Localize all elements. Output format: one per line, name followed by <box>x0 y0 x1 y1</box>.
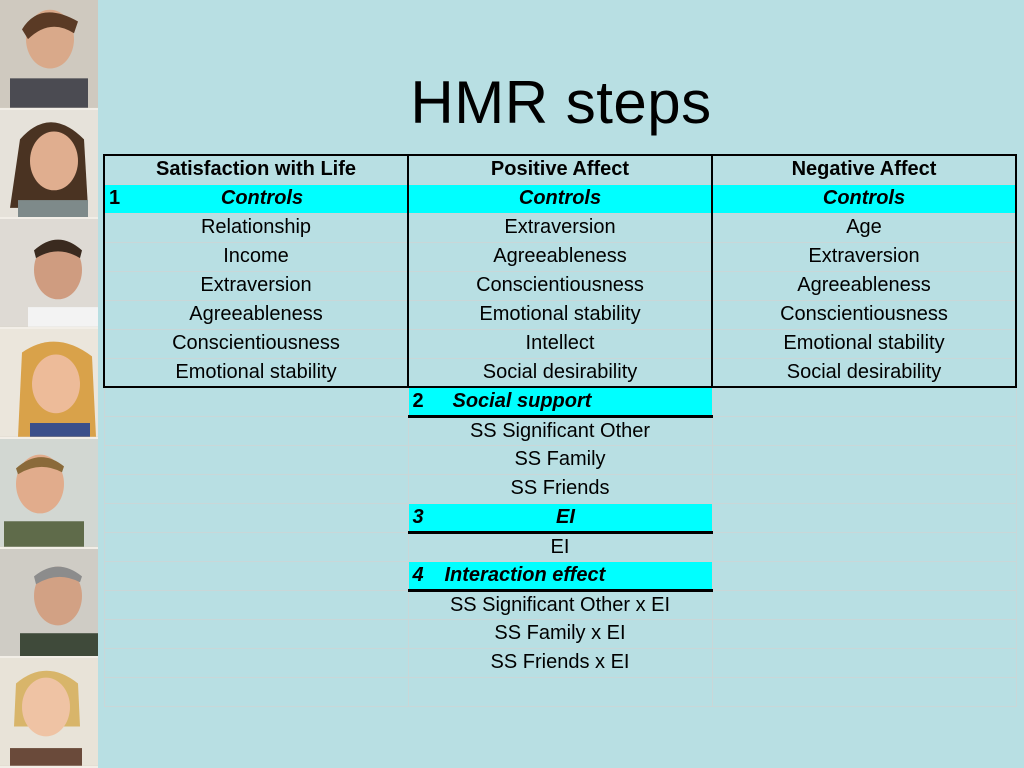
person-photo-1 <box>0 0 98 110</box>
step2-label: Social support <box>452 389 592 412</box>
empty-cell <box>103 647 409 678</box>
step4-label: Interaction effect <box>444 563 606 586</box>
empty-cell <box>103 560 409 591</box>
step1-row: 1 Controls Controls Controls <box>103 183 1017 214</box>
table-row: Relationship Extraversion Age <box>103 212 1017 243</box>
positive-control-6: Social desirability <box>407 357 713 388</box>
photo-strip <box>0 0 98 768</box>
empty-cell <box>711 676 1017 707</box>
table-row: Agreeableness Emotional stability Consci… <box>103 299 1017 330</box>
positive-control-1: Extraversion <box>407 212 713 243</box>
step1-number: 1 <box>109 187 121 209</box>
empty-cell <box>103 473 409 504</box>
step1-label-life: Controls <box>220 187 304 209</box>
table-row: SS Family x EI <box>103 618 1017 649</box>
empty-cell <box>711 560 1017 591</box>
person-photo-4 <box>0 329 98 439</box>
step2-row: 2 Social support <box>103 386 1017 418</box>
empty-cell <box>711 444 1017 475</box>
empty-cell <box>103 386 409 417</box>
empty-cell <box>711 473 1017 504</box>
positive-control-2: Agreeableness <box>407 241 713 272</box>
life-control-3: Extraversion <box>103 270 409 301</box>
step3-cell: 3 EI <box>407 502 713 534</box>
empty-cell <box>103 502 409 533</box>
step4-number: 4 <box>412 563 424 586</box>
table-row: SS Friends <box>103 473 1017 504</box>
column-header-positive: Positive Affect <box>407 154 713 185</box>
empty-cell <box>711 502 1017 533</box>
step1-cell-life: 1 Controls <box>103 183 409 214</box>
person-photo-3 <box>0 219 98 330</box>
positive-control-3: Conscientiousness <box>407 270 713 301</box>
step4-item-1: SS Significant Other x EI <box>407 589 713 620</box>
slide-title: HMR steps <box>410 69 712 136</box>
column-header-negative: Negative Affect <box>711 154 1017 185</box>
table-row: SS Family <box>103 444 1017 475</box>
table-row: SS Significant Other x EI <box>103 589 1017 620</box>
person-photo-6 <box>0 548 98 659</box>
life-control-4: Agreeableness <box>103 299 409 330</box>
empty-cell <box>103 531 409 562</box>
life-control-1: Relationship <box>103 212 409 243</box>
life-control-2: Income <box>103 241 409 272</box>
empty-cell <box>711 618 1017 649</box>
negative-control-4: Conscientiousness <box>711 299 1017 330</box>
table-row: SS Significant Other <box>103 415 1017 446</box>
negative-control-3: Agreeableness <box>711 270 1017 301</box>
positive-control-4: Emotional stability <box>407 299 713 330</box>
step4-row: 4 Interaction effect <box>103 560 1017 592</box>
positive-control-5: Intellect <box>407 328 713 359</box>
step3-row: 3 EI <box>103 502 1017 534</box>
empty-cell <box>103 676 409 707</box>
table-row <box>103 676 1017 707</box>
empty-cell <box>103 618 409 649</box>
empty-cell <box>103 444 409 475</box>
negative-control-1: Age <box>711 212 1017 243</box>
step1-label-positive: Controls <box>407 183 713 214</box>
empty-cell <box>711 589 1017 620</box>
step2-item-3: SS Friends <box>407 473 713 504</box>
empty-cell <box>103 589 409 620</box>
negative-control-6: Social desirability <box>711 357 1017 388</box>
table-row: Extraversion Conscientiousness Agreeable… <box>103 270 1017 301</box>
empty-cell <box>711 531 1017 562</box>
life-control-6: Emotional stability <box>103 357 409 388</box>
step1-label-negative: Controls <box>711 183 1017 214</box>
life-control-5: Conscientiousness <box>103 328 409 359</box>
empty-cell <box>103 415 409 446</box>
table-row: SS Friends x EI <box>103 647 1017 678</box>
table-row: Income Agreeableness Extraversion <box>103 241 1017 272</box>
step4-item-3: SS Friends x EI <box>407 647 713 678</box>
empty-cell <box>711 415 1017 446</box>
column-header-life: Satisfaction with Life <box>103 154 409 185</box>
header-row: Satisfaction with Life Positive Affect N… <box>103 154 1017 185</box>
step4-cell: 4 Interaction effect <box>407 560 713 592</box>
person-photo-5 <box>0 438 98 549</box>
step2-item-1: SS Significant Other <box>407 415 713 446</box>
empty-cell <box>711 647 1017 678</box>
step3-item-1: EI <box>407 531 713 562</box>
empty-cell <box>407 676 713 707</box>
table-row: EI <box>103 531 1017 562</box>
empty-cell <box>711 386 1017 417</box>
negative-control-5: Emotional stability <box>711 328 1017 359</box>
hmr-steps-table: Satisfaction with Life Positive Affect N… <box>103 154 1017 707</box>
step3-number: 3 <box>412 505 424 528</box>
step2-item-2: SS Family <box>407 444 713 475</box>
table-row: Emotional stability Social desirability … <box>103 357 1017 388</box>
step3-label: EI <box>556 505 575 528</box>
step4-item-2: SS Family x EI <box>407 618 713 649</box>
table-row: Conscientiousness Intellect Emotional st… <box>103 328 1017 359</box>
step2-number: 2 <box>412 389 424 412</box>
negative-control-2: Extraversion <box>711 241 1017 272</box>
step2-cell: 2 Social support <box>407 386 713 418</box>
person-photo-7 <box>0 658 98 768</box>
person-photo-2 <box>0 109 98 220</box>
